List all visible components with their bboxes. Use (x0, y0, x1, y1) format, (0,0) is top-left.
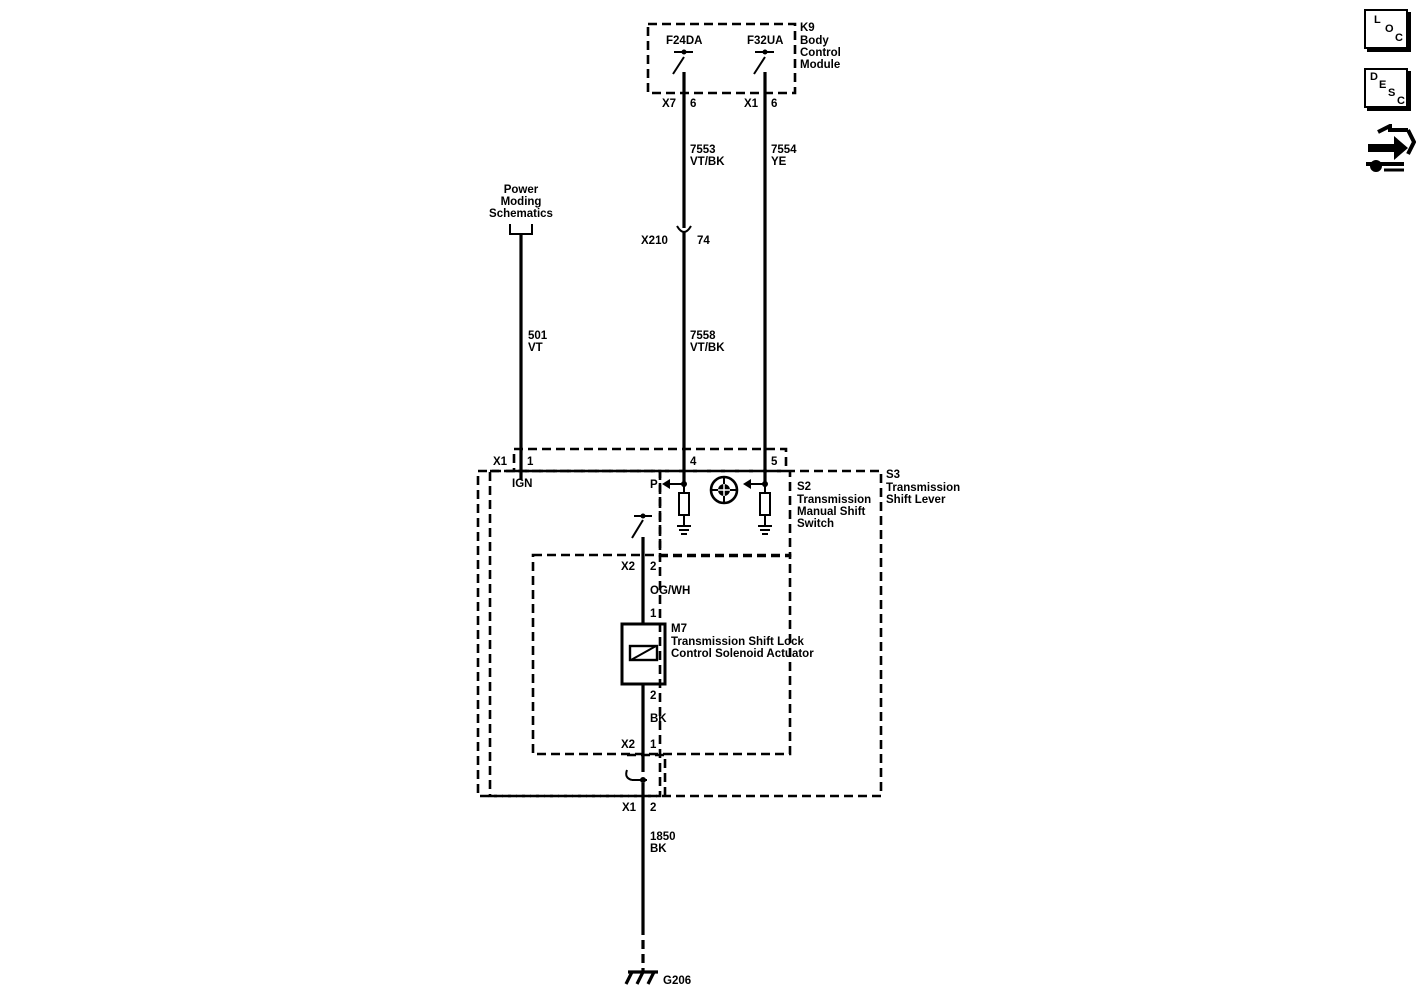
s2-id: S2 (797, 481, 811, 493)
connector-view-button[interactable] (1364, 122, 1417, 174)
loc-letter-l: L (1374, 14, 1381, 26)
k9-pin-x1-6: 6 (771, 98, 777, 110)
wire-1850-number: 1850 (650, 831, 676, 843)
k9-pin-x7-6: 6 (690, 98, 696, 110)
s2-park-sensor (662, 479, 691, 535)
s3-connector-x1-box (512, 447, 788, 473)
m7-solenoid-symbol (620, 622, 667, 686)
desc-letter-d: D (1370, 71, 1378, 83)
desc-letter-c: C (1397, 95, 1405, 107)
wire-bk-color: BK (650, 713, 667, 725)
s2-switch-box (658, 471, 792, 558)
k9-name-line-3: Module (800, 59, 840, 71)
power-ref-line-2: Moding (501, 196, 542, 208)
k9-name-line-1: Body (800, 35, 829, 47)
s3-ign-label: IGN (512, 478, 532, 490)
wire-7558-number: 7558 (690, 330, 716, 342)
m7-name-line-1: Transmission Shift Lock (671, 636, 805, 648)
s3-conn-x1-bottom: X1 (622, 802, 637, 814)
power-ref-line-1: Power (504, 184, 539, 196)
m7-name-line-2: Control Solenoid Actuator (671, 648, 814, 660)
wire-7553-color: VT/BK (690, 156, 725, 168)
s2-name-line-2: Manual Shift (797, 506, 866, 518)
wire-og-wh-color: OG/WH (650, 585, 690, 597)
s3-name-line-2: Shift Lever (886, 494, 946, 506)
k9-module-box (646, 22, 797, 95)
x210-pin-74: 74 (697, 235, 710, 247)
s3-pin-2: 2 (650, 802, 656, 814)
s3-pin-1: 1 (527, 456, 534, 468)
s2-name-line-1: Transmission (797, 494, 871, 506)
k9-conn-x1: X1 (744, 98, 759, 110)
s2-manual-sensor (743, 479, 772, 535)
wire-7558-color: VT/BK (690, 342, 725, 354)
s3-pin-5: 5 (771, 456, 778, 468)
s3-id: S3 (886, 469, 900, 481)
ground-id: G206 (663, 975, 691, 987)
k9-name-line-2: Control (800, 47, 841, 59)
ground-connector-symbol (625, 769, 647, 783)
m7-conn-x2-bottom: X2 (621, 739, 635, 751)
m7-pin-2: 2 (650, 690, 656, 702)
wire-7553-number: 7553 (690, 144, 716, 156)
inline-connector-x210 (676, 218, 692, 233)
x210-id: X210 (641, 235, 668, 247)
desc-letter-s: S (1388, 87, 1396, 99)
ground-icon (624, 970, 658, 985)
loc-letter-c: C (1395, 32, 1403, 44)
s3-conn-x1: X1 (493, 456, 508, 468)
location-button[interactable]: L O C (1364, 9, 1408, 49)
power-ref-bracket (509, 224, 533, 235)
m7-id: M7 (671, 623, 687, 635)
s2-park-label: P (650, 479, 658, 491)
k9-output-f24da: F24DA (666, 35, 702, 47)
m7-connector-box (531, 553, 792, 756)
description-button[interactable]: D E S C (1364, 68, 1408, 108)
k9-output-f32ua: F32UA (747, 35, 783, 47)
s3-name-line-1: Transmission (886, 482, 960, 494)
loc-letter-o: O (1385, 23, 1394, 35)
m7-pin-1: 1 (650, 608, 657, 620)
s2-name-line-3: Switch (797, 518, 834, 530)
wire-501-color: VT (528, 342, 543, 354)
s3-pin-4: 4 (690, 456, 697, 468)
m7-conn-x2-top: X2 (621, 561, 635, 573)
wire-7554-color: YE (771, 156, 787, 168)
desc-letter-e: E (1379, 79, 1387, 91)
wire-501-number: 501 (528, 330, 548, 342)
k9-conn-x7: X7 (662, 98, 676, 110)
shift-lock-switch (631, 513, 652, 560)
k9-id: K9 (800, 22, 815, 34)
wiring-connector-icon (1366, 122, 1417, 172)
sensor-crosshair-icon (709, 475, 739, 505)
m7-pin-x2-2: 2 (650, 561, 656, 573)
k9-switch-f32ua (753, 49, 774, 94)
power-ref-line-3: Schematics (489, 208, 553, 220)
k9-switch-f24da (672, 49, 693, 94)
wire-7554-number: 7554 (771, 144, 797, 156)
wiring-schematic: K9 Body Control Module F24DA F32UA X7 6 … (476, 22, 960, 987)
m7-pin-x2-1: 1 (650, 739, 657, 751)
ground-connector-box (627, 753, 667, 796)
wire-1850-color: BK (650, 843, 667, 855)
